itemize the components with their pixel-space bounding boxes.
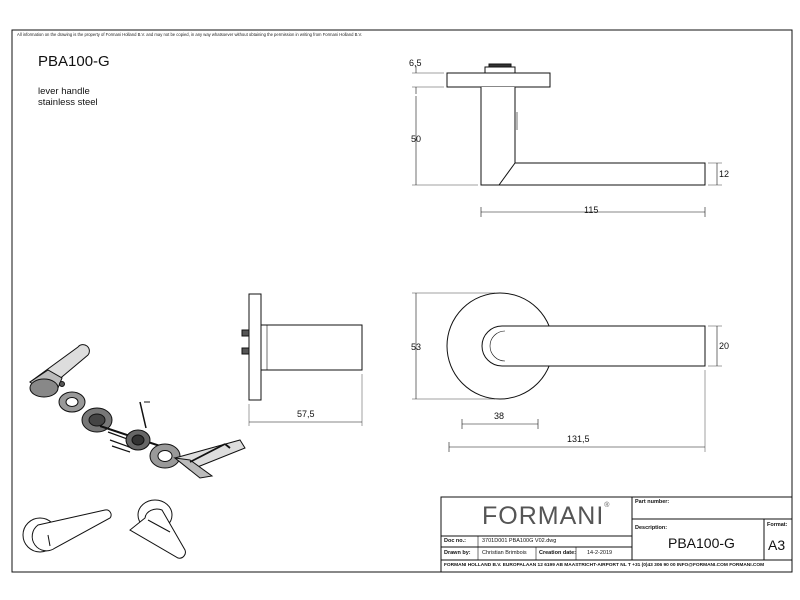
drawn-by-value: Christian Brimbois: [482, 550, 527, 556]
dim-rose-diameter: 53: [411, 342, 422, 352]
description-line: stainless steel: [38, 97, 98, 108]
description-line: lever handle: [38, 86, 90, 97]
brand-name: FORMANI: [482, 502, 605, 530]
sheet-frame: [11, 29, 793, 573]
creation-date-label: Creation date:: [539, 550, 576, 556]
dim-lever-thickness: 12: [719, 169, 730, 179]
product-description: lever handle stainless steel: [38, 86, 98, 108]
brand-mark: ®: [604, 502, 611, 509]
dim-lever-length: 115: [584, 205, 599, 215]
dim-rose-thickness: 6,5: [409, 58, 422, 68]
description-value: PBA100-G: [668, 535, 735, 551]
company-footer: FORMANI HOLLAND B.V. EUROPALAAN 12 6199 …: [444, 563, 765, 568]
dim-side-depth: 57,5: [297, 409, 315, 419]
plan-view: [412, 292, 722, 452]
doc-no-value: 3701D001 PBA100G V02.dwg: [482, 538, 557, 544]
doc-no-label: Doc no.:: [444, 538, 466, 544]
front-elevation-view: [412, 63, 722, 217]
perspective-thumbnail-left: [22, 509, 112, 553]
side-view: [241, 293, 363, 426]
brand-logo: FORMANI®: [482, 502, 610, 531]
dim-lever-width: 20: [719, 341, 730, 351]
format-label: Format:: [767, 522, 788, 528]
perspective-thumbnail-right: [129, 499, 186, 559]
dim-height: 50: [411, 134, 422, 144]
copyright-notice: All information on the drawing is the pr…: [17, 32, 363, 37]
drawn-by-label: Drawn by:: [444, 550, 471, 556]
description-label: Description:: [635, 525, 668, 531]
creation-date-value: 14-2-2019: [587, 550, 613, 556]
dim-offset: 38: [494, 411, 505, 421]
product-code: PBA100-G: [38, 53, 110, 70]
part-number-label: Part number:: [635, 499, 670, 505]
title-block: [440, 496, 793, 573]
dim-overall-length: 131,5: [567, 434, 590, 444]
format-value: A3: [768, 537, 786, 553]
exploded-view-illustration: [29, 344, 246, 479]
